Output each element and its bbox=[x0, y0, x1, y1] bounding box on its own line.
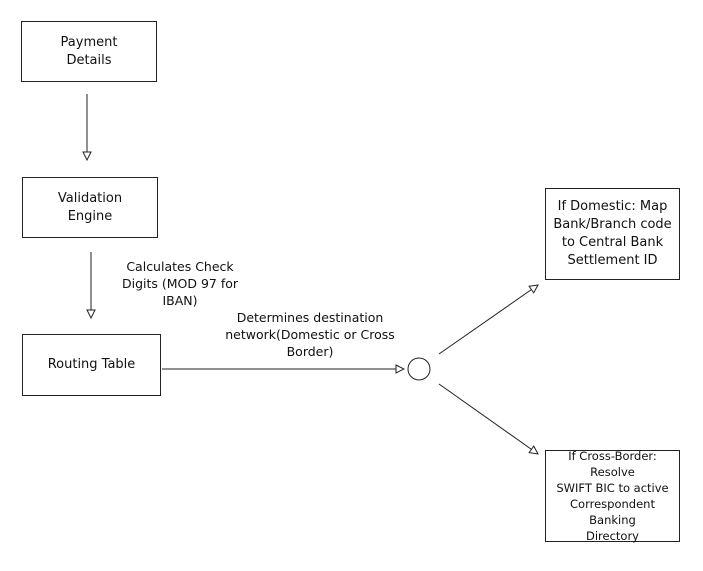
decision-node bbox=[407, 357, 431, 381]
arrow-decision-to-domestic bbox=[438, 285, 538, 355]
cross-border-label: If Cross-Border: Resolve SWIFT BIC to ac… bbox=[556, 449, 669, 543]
payment-details-node: Payment Details bbox=[21, 21, 157, 82]
arrow-decision-to-crossborder bbox=[438, 383, 538, 454]
validation-engine-node: Validation Engine bbox=[22, 177, 158, 238]
validation-engine-label: Validation Engine bbox=[57, 190, 123, 224]
domestic-node: If Domestic: Map Bank/Branch code to Cen… bbox=[545, 188, 680, 280]
payment-details-label: Payment Details bbox=[60, 34, 118, 68]
check-digits-edge-label: Calculates Check Digits (MOD 97 for IBAN… bbox=[121, 259, 239, 308]
routing-table-label: Routing Table bbox=[47, 357, 136, 372]
routing-table-node: Routing Table bbox=[22, 334, 161, 396]
domestic-label: If Domestic: Map Bank/Branch code to Cen… bbox=[553, 199, 672, 268]
cross-border-node: If Cross-Border: Resolve SWIFT BIC to ac… bbox=[545, 449, 680, 543]
destination-edge-label: Determines destination network(Domestic … bbox=[225, 310, 395, 359]
